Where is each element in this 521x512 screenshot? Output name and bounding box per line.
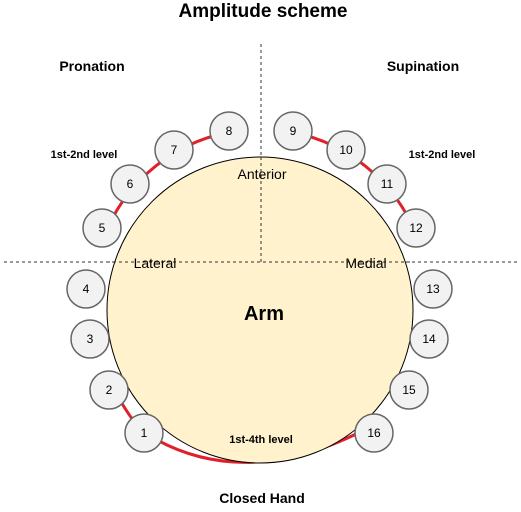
position-node-15: 15 (389, 370, 429, 410)
position-node-circle (66, 269, 106, 309)
position-node-label: 16 (367, 426, 381, 440)
position-node-label: 8 (226, 124, 233, 138)
position-node-circle (70, 319, 110, 359)
position-node-label: 12 (409, 221, 423, 235)
supination-arc (295, 131, 414, 226)
position-node-circle (273, 111, 313, 151)
position-node-label: 7 (171, 143, 178, 157)
anterior-label: Anterior (237, 166, 286, 182)
right-level-label: 1st-2nd level (409, 149, 476, 161)
position-node-label: 11 (381, 177, 394, 191)
supination-label: Supination (387, 58, 459, 74)
position-node-label: 13 (426, 282, 440, 296)
position-node-label: 3 (87, 332, 94, 346)
position-node-label: 14 (422, 332, 436, 346)
position-node-label: 5 (99, 221, 106, 235)
position-node-label: 15 (402, 383, 416, 397)
diagram-title: Amplitude scheme (179, 1, 348, 22)
position-node-6: 6 (110, 164, 150, 204)
position-node-circle (209, 111, 249, 151)
position-node-11: 11 (367, 164, 407, 204)
position-node-7: 7 (154, 130, 194, 170)
position-node-label: 6 (127, 177, 134, 191)
bottom-level-label: 1st-4th level (229, 434, 293, 446)
position-node-3: 3 (70, 319, 110, 359)
pronation-arc (107, 131, 226, 226)
position-node-14: 14 (409, 319, 449, 359)
position-node-16: 16 (354, 413, 394, 453)
position-node-circle (154, 130, 194, 170)
position-node-5: 5 (82, 208, 122, 248)
position-node-4: 4 (66, 269, 106, 309)
left-level-label: 1st-2nd level (51, 149, 118, 161)
position-node-circle (82, 208, 122, 248)
position-node-circle (396, 208, 436, 248)
position-node-circle (389, 370, 429, 410)
position-node-2: 2 (89, 370, 129, 410)
medial-label: Medial (345, 255, 386, 271)
closed-hand-label: Closed Hand (219, 490, 305, 506)
position-node-circle (367, 164, 407, 204)
position-node-circle (89, 370, 129, 410)
arm-label: Arm (244, 303, 284, 325)
pronation-label: Pronation (59, 58, 124, 74)
position-node-13: 13 (413, 269, 453, 309)
position-node-8: 8 (209, 111, 249, 151)
position-node-12: 12 (396, 208, 436, 248)
position-node-circle (413, 269, 453, 309)
position-node-label: 4 (83, 282, 90, 296)
position-node-label: 1 (141, 426, 148, 440)
position-node-circle (110, 164, 150, 204)
position-node-circle (409, 319, 449, 359)
arm-circle (106, 156, 414, 464)
position-node-1: 1 (124, 413, 164, 453)
position-node-9: 9 (273, 111, 313, 151)
position-node-circle (326, 130, 366, 170)
position-node-label: 2 (106, 383, 113, 397)
position-node-circle (124, 413, 164, 453)
lateral-label: Lateral (134, 255, 177, 271)
position-node-label: 10 (339, 143, 353, 157)
position-node-10: 10 (326, 130, 366, 170)
position-node-circle (354, 413, 394, 453)
position-node-label: 9 (290, 124, 297, 138)
